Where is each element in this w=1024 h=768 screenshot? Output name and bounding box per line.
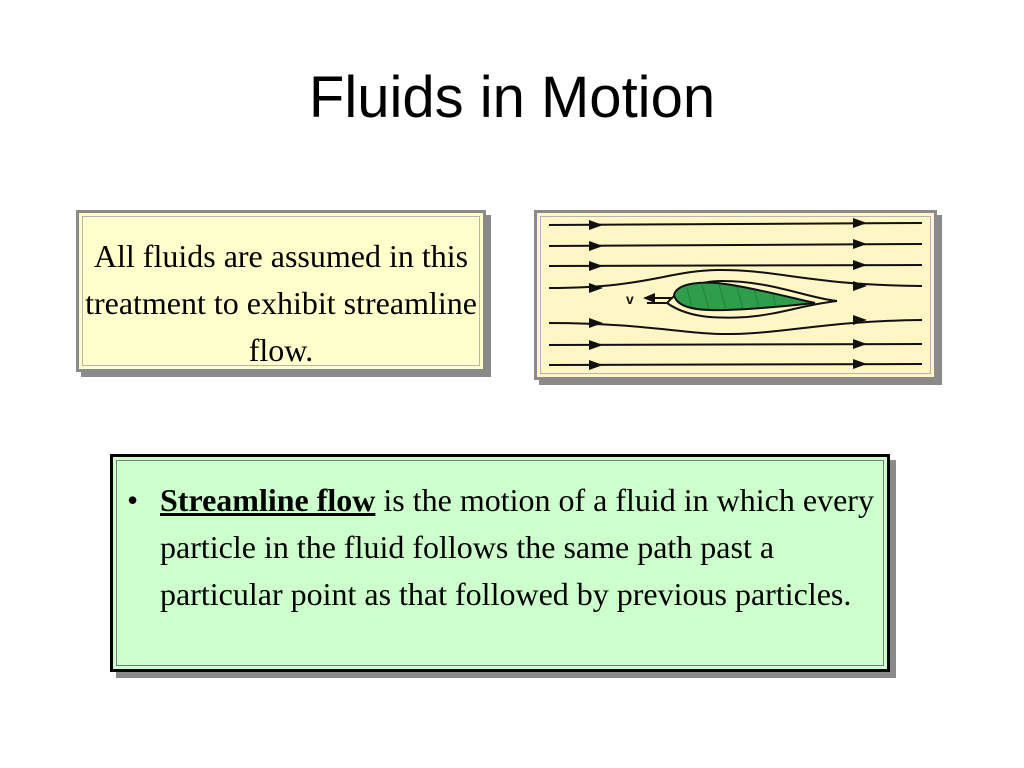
airfoil-texture-line	[772, 293, 777, 308]
arrow-marker	[853, 239, 867, 249]
note-box-inner-border	[82, 216, 480, 366]
arrow-marker	[589, 261, 603, 271]
streamline-diagram: v	[534, 210, 937, 380]
definition-body: is the motion of a fluid in which every …	[160, 482, 874, 612]
definition-text: Streamline flow is the motion of a fluid…	[160, 477, 875, 618]
airfoil-texture	[686, 284, 777, 310]
arrow-marker	[853, 218, 867, 228]
assumption-note-box: All fluids are assumed in this treatment…	[76, 210, 486, 372]
arrow-marker	[853, 315, 867, 325]
streamline-arrows	[589, 218, 867, 370]
arrow-marker	[589, 283, 603, 293]
streamline	[666, 300, 838, 319]
bullet-point: •	[127, 482, 139, 518]
streamline-diagram-svg: v	[548, 218, 923, 370]
arrow-marker	[589, 241, 603, 251]
arrow-marker	[589, 340, 603, 350]
definition-box: • Streamline flow is the motion of a flu…	[110, 454, 890, 672]
definition-term: Streamline flow	[160, 482, 376, 518]
slide-title: Fluids in Motion	[308, 65, 716, 130]
assumption-note-text: All fluids are assumed in this treatment…	[85, 238, 477, 368]
arrow-marker	[853, 359, 867, 369]
airfoil-texture-line	[718, 284, 727, 310]
airfoil-texture-line	[686, 287, 693, 308]
velocity-arrow-head	[643, 293, 655, 303]
streamline	[548, 319, 923, 336]
arrow-marker	[853, 281, 867, 291]
arrow-marker	[589, 360, 603, 370]
arrow-marker	[589, 318, 603, 328]
velocity-label: v	[626, 291, 634, 307]
airfoil-texture-line	[701, 284, 710, 310]
arrow-marker	[853, 260, 867, 270]
arrow-marker	[589, 220, 603, 230]
definition-box-inner-border	[116, 460, 884, 666]
airfoil-texture-line	[754, 290, 760, 309]
airfoil-shape	[672, 281, 816, 312]
arrow-marker	[853, 339, 867, 349]
streamline	[548, 268, 923, 289]
airfoil-texture-line	[736, 286, 744, 310]
